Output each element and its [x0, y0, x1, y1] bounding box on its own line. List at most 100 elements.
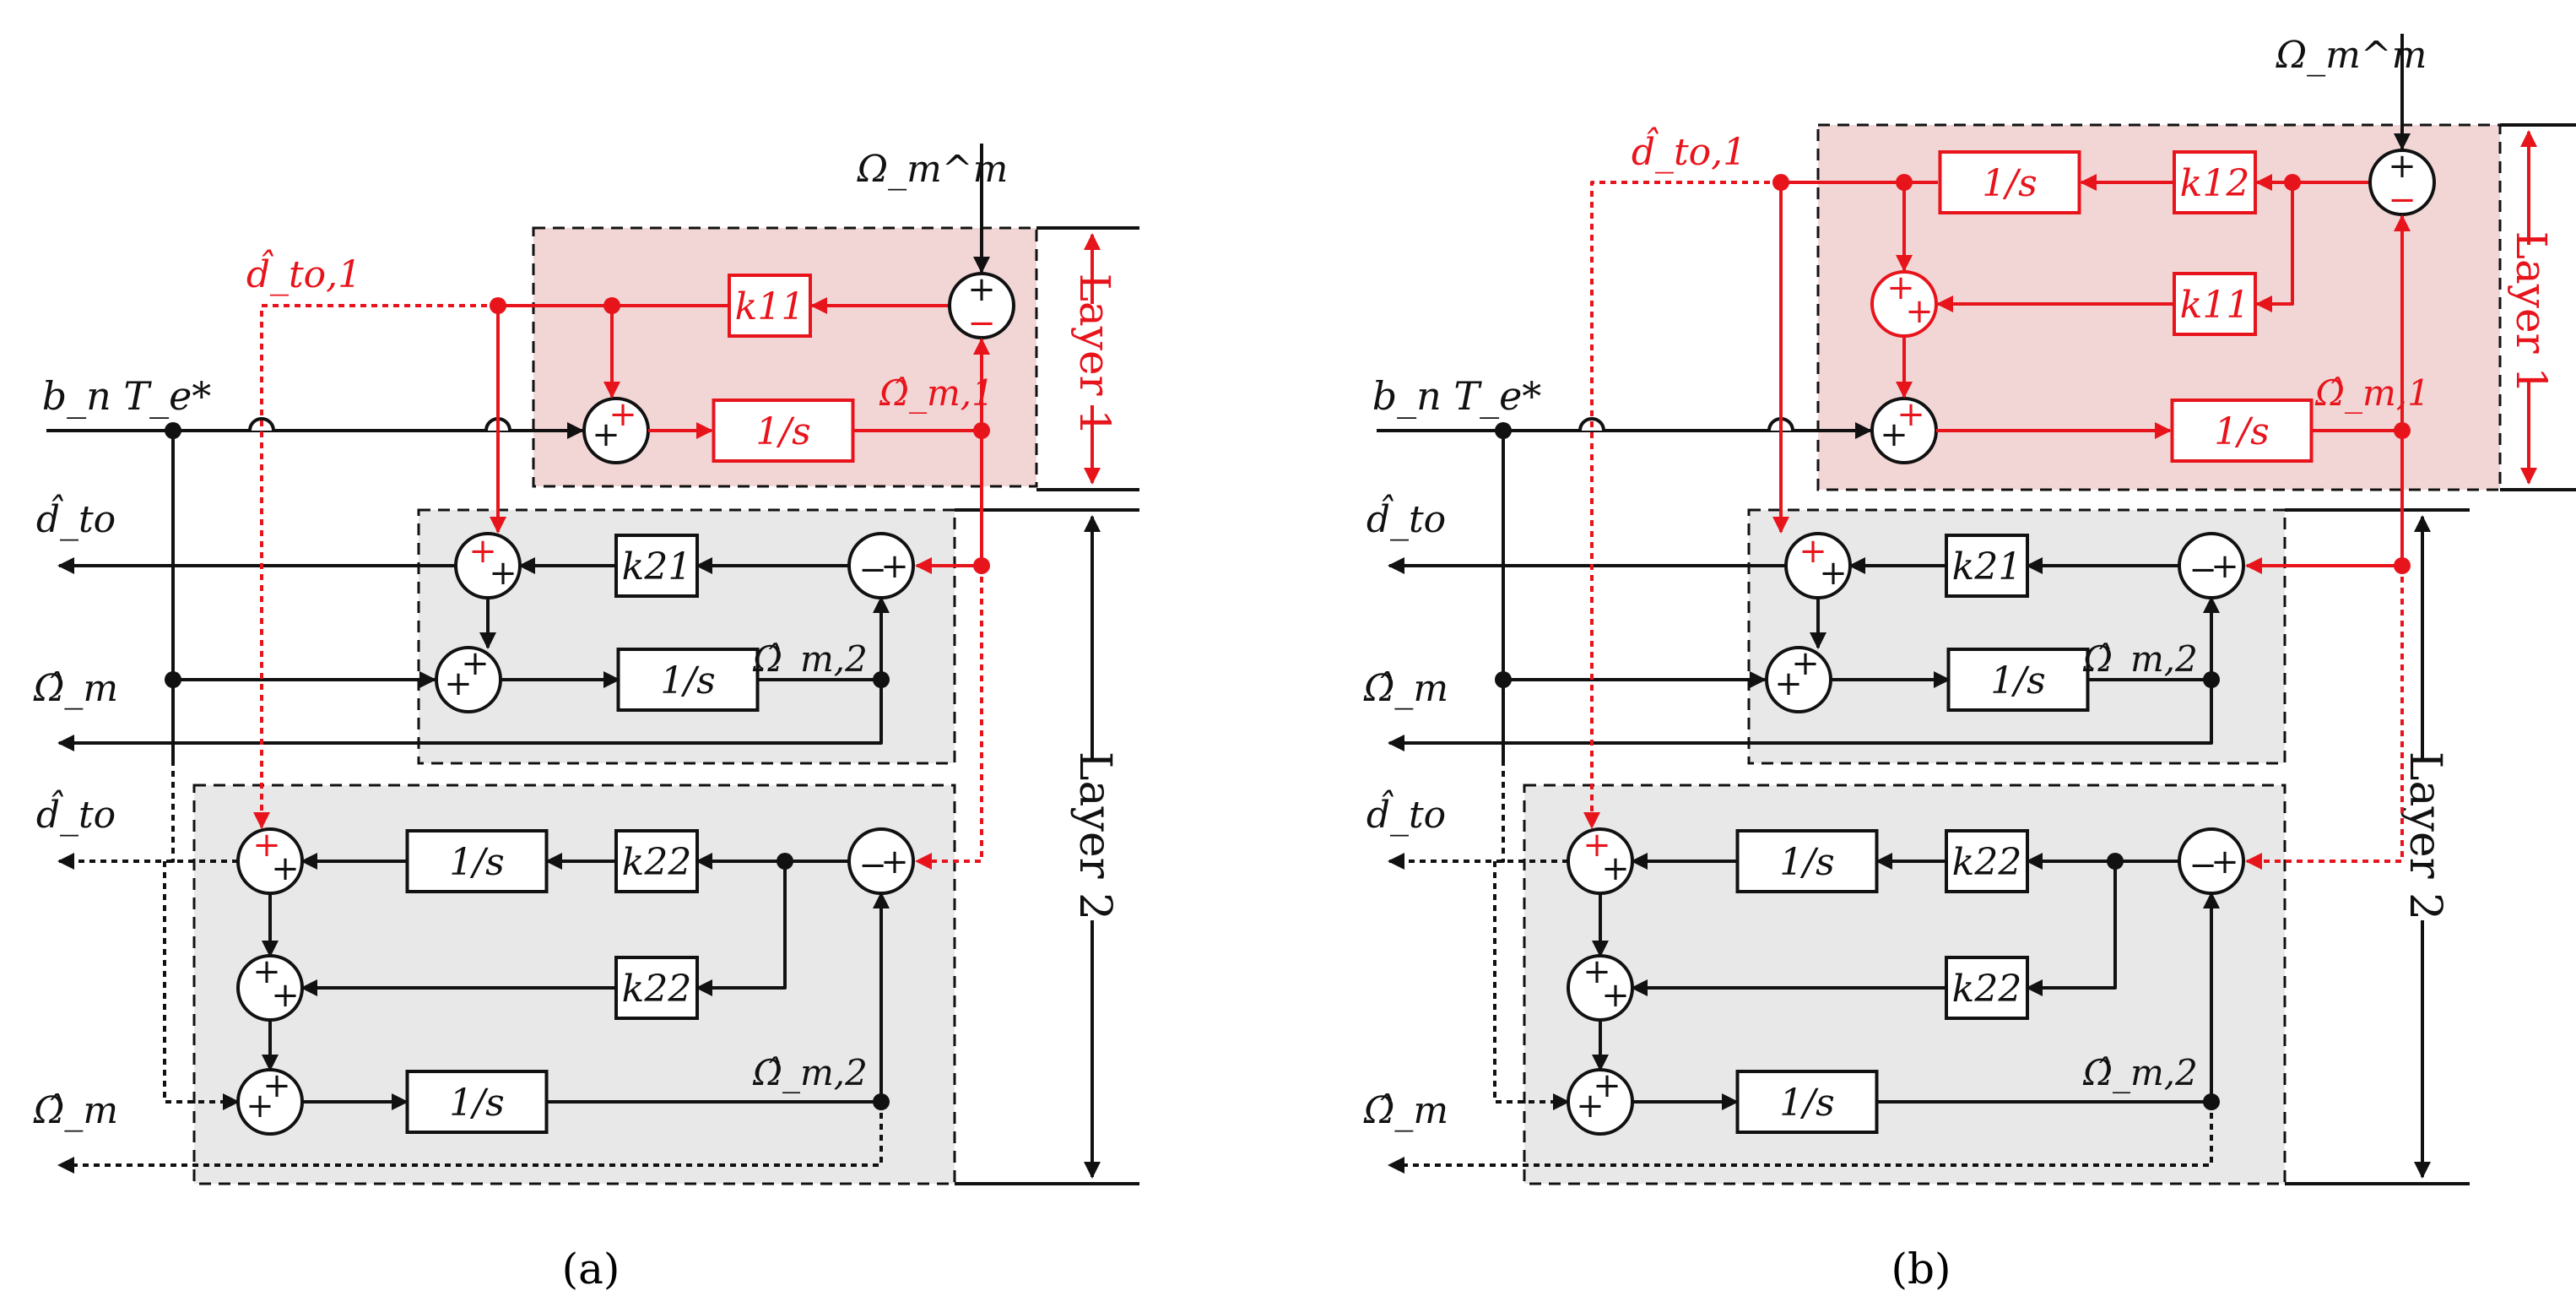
sum-bottom-top-sign: +: [271, 849, 300, 888]
sum-bottom-error: −+: [847, 827, 915, 895]
integrator-middle-box: [616, 648, 760, 712]
label-input-torque-b: b_n T_e*: [1372, 373, 1542, 419]
layer2-lower-box: [1523, 784, 2286, 1185]
sum-bottom-int-sign: +: [246, 1087, 274, 1125]
integrator-middle: 1/s: [1946, 648, 2090, 712]
label-speed-measured-b: Ω_m^m: [2276, 34, 2427, 77]
sum-layer1-int-b-sign: +: [1897, 395, 1925, 434]
sum-middle-top-sign: +: [468, 532, 497, 571]
sum-layer1-int-sign: +: [592, 415, 620, 454]
output-speed-line: [57, 680, 883, 751]
integrator-bottom-1-box: [1735, 829, 1879, 893]
sum-layer1-error-sign: +: [967, 270, 996, 309]
label-speed-output: Ω̂_m: [1363, 667, 1448, 710]
sum-bottom-error-sign: +: [2211, 843, 2239, 881]
gain-k22-bottom-label: k22: [1952, 968, 2022, 1011]
signal-line: [695, 861, 787, 996]
sum-bottom-mid: ++: [236, 952, 304, 1022]
integrator-bottom-1-label: 1/s: [1779, 841, 1834, 884]
gain-k12-label: k12: [2180, 162, 2250, 205]
sum-middle-error-sign: −: [858, 550, 887, 589]
label-layer1-b: Layer 1: [2507, 231, 2556, 393]
sum-bottom-top-sign: +: [1583, 826, 1611, 865]
integrator-middle: 1/s: [616, 648, 760, 712]
sum-middle-error-sign: +: [880, 547, 909, 586]
sum-middle-top-sign: +: [1799, 532, 1827, 571]
signal-line: [2255, 182, 2294, 312]
sum-layer1-dist: ++: [1870, 268, 1938, 338]
dashed-speed-feed: [1493, 760, 1570, 1110]
sum-middle-int-sign: +: [461, 644, 490, 683]
label-speed-output-dashed: Ω̂_m: [33, 1089, 118, 1132]
gain-k21-label: k21: [622, 545, 692, 588]
layer2-lower-box: [192, 784, 956, 1185]
sum-layer1-error-b: +−: [2368, 147, 2436, 220]
label-layer2: Layer 2: [2400, 751, 2450, 920]
label-speed-estimate-layer2: Ω̂_m,2: [2082, 638, 2198, 680]
sum-bottom-error-sign: +: [880, 843, 909, 881]
sum-bottom-int-sign: +: [1593, 1066, 1621, 1105]
label-input-torque: b_n T_e*: [42, 373, 212, 419]
gain-k21-label: k21: [1952, 545, 2022, 588]
gain-k22-bottom: k22: [1945, 956, 2029, 1020]
sum-layer1-int-b-sign: +: [1880, 415, 1908, 454]
sum-middle-error: −+: [2178, 532, 2245, 599]
label-speed-estimate-layer1-b: Ω̂_m,1: [2314, 372, 2430, 414]
caption-a: (a): [562, 1245, 620, 1293]
integrator-middle-label: 1/s: [1990, 659, 2045, 702]
label-dist-output: d̂_to: [1366, 492, 1446, 541]
integrator-layer1-b-label: 1/s: [2214, 410, 2269, 453]
label-dist-output: d̂_to: [36, 492, 116, 541]
integrator-layer1: 1/s: [712, 399, 855, 463]
output-speed-line: [1388, 680, 2213, 751]
integrator-bottom-1: 1/s: [1735, 829, 1879, 893]
gain-k11-b: k11: [2173, 272, 2257, 336]
label-dist-estimate-layer1: d̂_to,1: [246, 247, 361, 296]
sum-bottom-mid-sign: +: [271, 976, 300, 1015]
gain-k22-top: k22: [1945, 829, 2029, 893]
label-speed-estimate-layer1: Ω̂_m,1: [879, 372, 994, 414]
gain-k12-box: [2173, 150, 2257, 214]
integrator-layer1-k12: 1/s: [1938, 150, 2081, 214]
gain-k21-box: [1945, 534, 2029, 598]
integrator-layer1-b-box: [2170, 399, 2314, 463]
integrator-layer1-k12-box: [1938, 150, 2081, 214]
label-layer1: Layer 1: [1070, 274, 1119, 436]
integrator-bottom-2-label: 1/s: [1779, 1082, 1834, 1125]
sum-bottom-int-sign: +: [262, 1066, 291, 1105]
gain-k22-top: k22: [614, 829, 699, 893]
sum-bottom-top-sign: +: [252, 826, 281, 865]
dashed-speed-error-feed-b: [2245, 566, 2404, 870]
gain-k22-bottom-label: k22: [622, 968, 692, 1011]
sum-middle-top: ++: [454, 532, 522, 599]
signal-line: [2026, 861, 2117, 996]
integrator-bottom-2-box: [405, 1070, 549, 1134]
integrator-bottom-2: 1/s: [1735, 1070, 1879, 1134]
label-layer2: Layer 2: [1069, 751, 1120, 920]
sum-bottom-error-sign: −: [2189, 846, 2217, 885]
gain-k22-top-label: k22: [622, 841, 692, 884]
gain-k21: k21: [1945, 534, 2029, 598]
label-speed-estimate-layer2-bottom: Ω̂_m,2: [2082, 1052, 2198, 1093]
integrator-bottom-1: 1/s: [405, 829, 549, 893]
integrator-layer1-box: [712, 399, 855, 463]
sum-bottom-mid-sign: +: [1601, 976, 1630, 1015]
label-dist-estimate-layer1-b: d̂_to,1: [1632, 125, 1746, 174]
sum-bottom-mid-sign: +: [252, 952, 281, 991]
sum-middle-int: ++: [435, 644, 502, 713]
label-dist-output-dashed: d̂_to: [1366, 788, 1446, 837]
gain-k11-b-box: [2173, 272, 2257, 336]
label-speed-output-dashed: Ω̂_m: [1363, 1089, 1448, 1132]
integrator-bottom-2: 1/s: [405, 1070, 549, 1134]
sum-middle-int-sign: +: [1774, 664, 1803, 703]
gain-k12: k12: [2173, 150, 2257, 214]
integrator-bottom-2-label: 1/s: [449, 1082, 504, 1125]
label-speed-estimate-layer2: Ω̂_m,2: [752, 638, 868, 680]
sum-bottom-mid-sign: +: [1583, 952, 1611, 991]
integrator-layer1-b: 1/s: [2170, 399, 2314, 463]
sum-bottom-error-sign: −: [858, 846, 887, 885]
sum-bottom-top-sign: +: [1601, 849, 1630, 888]
sum-middle-int-sign: +: [1791, 644, 1820, 683]
